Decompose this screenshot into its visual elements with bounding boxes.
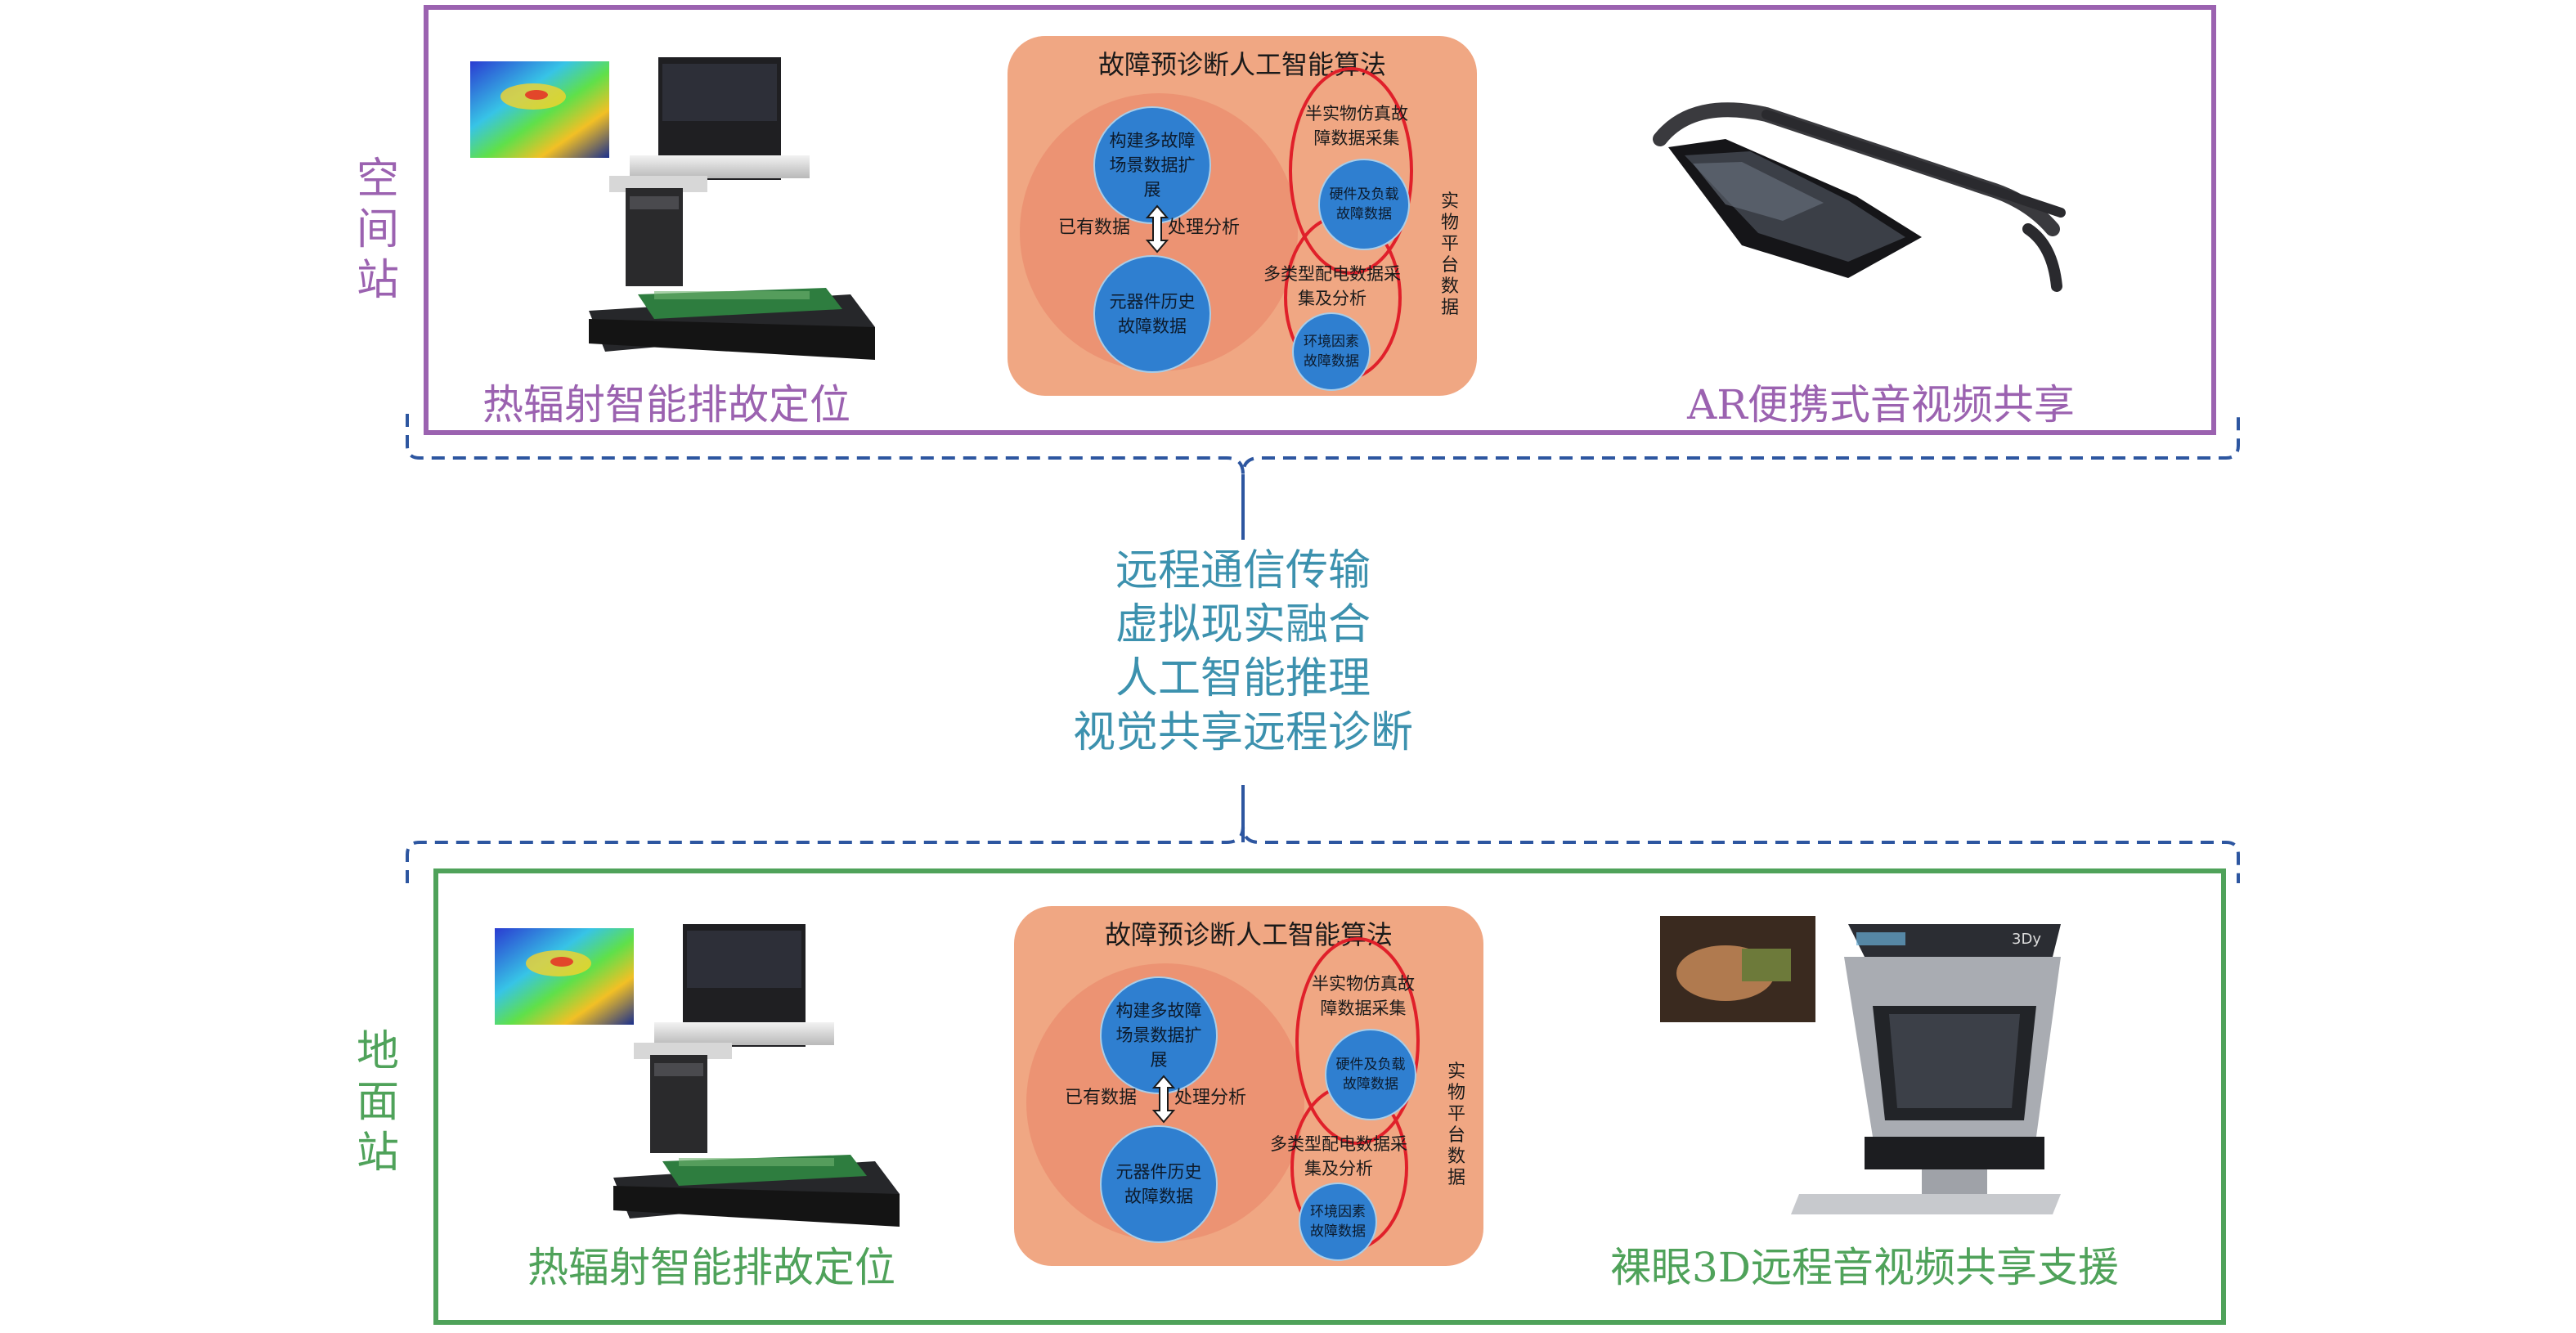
multi-type-label-bottom: 多类型配电数据采集及分析 (1270, 1134, 1407, 1178)
center-line-1: 远程通信传输 (1115, 546, 1371, 595)
hardware-load-node-bottom: 硬件及负载故障数据 (1325, 1029, 1416, 1120)
center-capabilities: 远程通信传输 虚拟现实融合 人工智能推理 视觉共享远程诊断 (981, 544, 1505, 760)
physical-platform-label-bottom: 实物平台数据 (1447, 1061, 1465, 1188)
algorithm-title: 故障预诊断人工智能算法 (1097, 49, 1386, 80)
thermal-imaging-station-icon-bottom (487, 916, 912, 1243)
center-line-3: 人工智能推理 (1115, 654, 1371, 703)
naked-eye-3d-display-icon: 3Dy (1652, 900, 2077, 1227)
space-station-label: 空间站 (356, 155, 399, 305)
double-arrow-icon-bottom (1151, 1075, 1176, 1124)
ai-algorithm-panel: 故障预诊断人工智能算法 构建多故障场景数据扩展 元器件历史故障数据 已有数据 处… (1008, 36, 1477, 396)
semi-physical-label-bottom: 半实物仿真故障数据采集 (1312, 974, 1415, 1018)
double-arrow-icon (1145, 204, 1169, 254)
thermal-imaging-station-icon (466, 49, 891, 376)
center-line-2: 虚拟现实融合 (1115, 600, 1371, 649)
physical-platform-label: 实物平台数据 (1440, 191, 1459, 318)
component-history-node: 元器件历史故障数据 (1093, 255, 1211, 373)
multi-fault-scenario-node: 构建多故障场景数据扩展 (1093, 106, 1211, 224)
algorithm-title-bottom: 故障预诊断人工智能算法 (1104, 919, 1393, 950)
component-history-node-bottom: 元器件历史故障数据 (1100, 1125, 1218, 1243)
processing-analysis-label: 处理分析 (1168, 218, 1241, 238)
multi-fault-scenario-node-bottom: 构建多故障场景数据扩展 (1100, 976, 1218, 1094)
ai-algorithm-panel-bottom: 故障预诊断人工智能算法 构建多故障场景数据扩展 元器件历史故障数据 已有数据 处… (1014, 906, 1483, 1266)
hardware-load-node: 硬件及负载故障数据 (1318, 159, 1410, 250)
existing-data-label: 已有数据 (1058, 218, 1131, 238)
existing-data-label-bottom: 已有数据 (1065, 1088, 1138, 1108)
thermal-fault-location-caption-bottom: 热辐射智能排故定位 (527, 1244, 895, 1291)
processing-analysis-label-bottom: 处理分析 (1174, 1088, 1247, 1108)
space-station-panel (424, 5, 2216, 435)
semi-physical-label: 半实物仿真故障数据采集 (1305, 104, 1408, 148)
center-line-4: 视觉共享远程诊断 (1072, 708, 1413, 757)
ground-station-panel (433, 868, 2226, 1325)
environment-node: 环境因素故障数据 (1292, 312, 1371, 391)
device-brand-label: 3Dy (2012, 931, 2041, 948)
ar-av-sharing-caption: AR便携式音视频共享 (1687, 381, 2075, 429)
multi-type-label: 多类型配电数据采集及分析 (1263, 264, 1401, 308)
thermal-fault-location-caption-top: 热辐射智能排故定位 (482, 381, 850, 429)
ar-glasses-icon (1644, 65, 2102, 311)
naked-eye-3d-caption: 裸眼3D远程音视频共享支援 (1610, 1244, 2119, 1291)
environment-node-bottom: 环境因素故障数据 (1299, 1183, 1377, 1261)
ground-station-label: 地面站 (356, 1027, 399, 1178)
